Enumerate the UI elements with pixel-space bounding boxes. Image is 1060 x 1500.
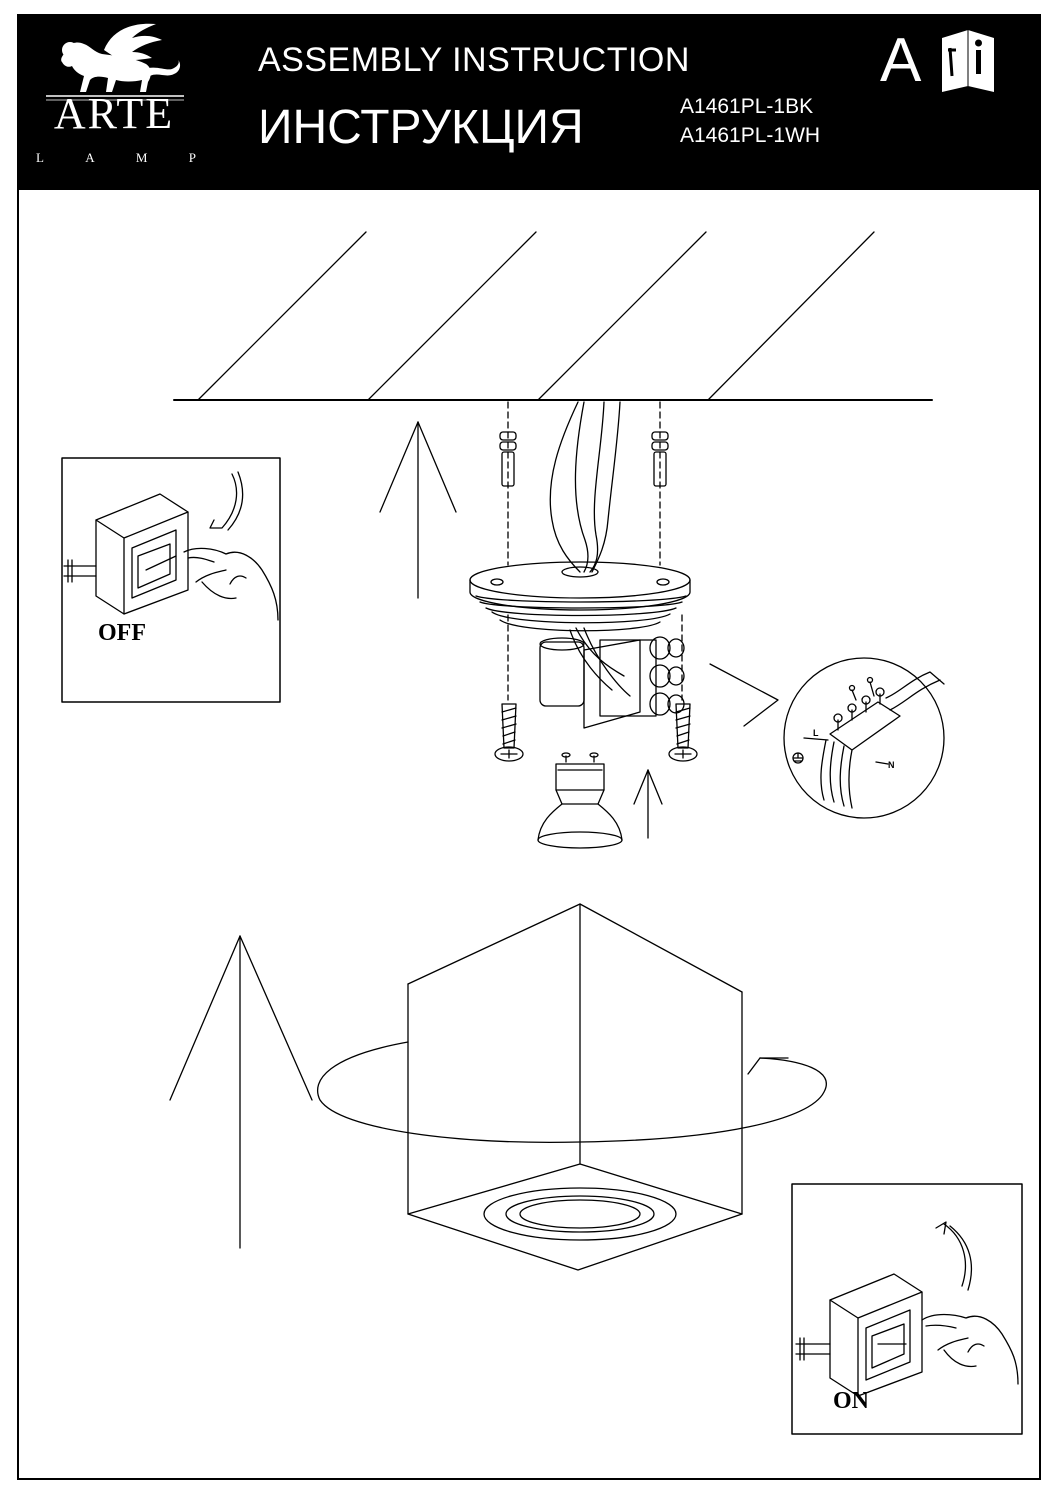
wiring-detail bbox=[783, 657, 945, 819]
lion-logo-icon bbox=[46, 23, 184, 101]
wall-plug-icon bbox=[651, 431, 669, 487]
header-bar bbox=[17, 14, 1041, 190]
rotation-arrow-icon bbox=[935, 1221, 972, 1291]
model-number-white: A1461PL-1WH bbox=[680, 124, 821, 147]
earth-symbol-icon bbox=[792, 752, 804, 764]
up-arrow-icon bbox=[633, 769, 663, 839]
up-arrow-icon bbox=[169, 935, 313, 1249]
screw-icon bbox=[494, 703, 524, 762]
language-letter: A bbox=[880, 26, 922, 95]
hand-icon bbox=[183, 547, 279, 621]
supply-wires bbox=[549, 401, 621, 573]
brand-sub-letter: M bbox=[135, 150, 148, 165]
rotation-arrow-icon bbox=[316, 1041, 827, 1143]
switch-off-label: OFF bbox=[98, 620, 146, 646]
terminal-block-icon bbox=[539, 627, 685, 729]
brand-wordmark: ARTE bbox=[53, 89, 175, 138]
rotation-arrow-icon bbox=[209, 471, 244, 531]
wall-plug-icon bbox=[499, 431, 517, 487]
title-english: ASSEMBLY INSTRUCTION bbox=[258, 41, 690, 79]
model-number-black: A1461PL-1BK bbox=[680, 95, 814, 118]
brand-sub-letter: L bbox=[36, 150, 44, 165]
wire-label-live: L bbox=[813, 728, 819, 738]
wire-label-neutral: N bbox=[888, 760, 895, 770]
switch-on-panel bbox=[791, 1183, 1023, 1435]
cube-shade bbox=[407, 903, 743, 1271]
ceiling-hatch bbox=[173, 231, 933, 401]
brand-subtitle: L A M P bbox=[36, 150, 196, 166]
switch-off-panel bbox=[61, 457, 281, 703]
title-russian: ИНСТРУКЦИЯ bbox=[258, 101, 584, 154]
mounting-plate bbox=[469, 561, 691, 632]
detail-pointer bbox=[709, 663, 779, 727]
gu10-bulb-icon bbox=[537, 752, 623, 849]
up-arrow-icon bbox=[379, 421, 457, 599]
hand-icon bbox=[921, 1313, 1019, 1385]
brand-sub-letter: P bbox=[188, 150, 196, 165]
screw-icon bbox=[668, 703, 698, 762]
switch-on-label: ON bbox=[833, 1388, 869, 1414]
brand-sub-letter: A bbox=[85, 150, 95, 165]
manual-info-icon bbox=[942, 30, 994, 92]
